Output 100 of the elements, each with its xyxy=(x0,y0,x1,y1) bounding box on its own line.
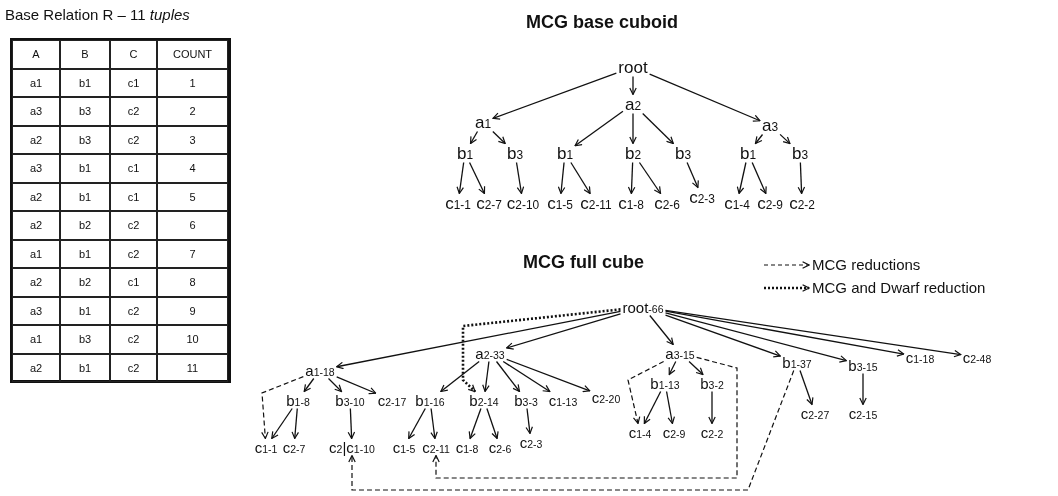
table-cell: c2 xyxy=(110,353,157,382)
arrow xyxy=(638,161,662,195)
table-cell: a2 xyxy=(12,268,60,297)
arrow xyxy=(859,372,867,406)
table-cell: c1 xyxy=(110,268,157,297)
arrow xyxy=(327,377,343,393)
section-heading: MCG base cuboid xyxy=(526,12,678,33)
arrow xyxy=(629,112,637,145)
table-cell: c2 xyxy=(110,97,157,126)
table-cell: b3 xyxy=(60,325,110,354)
table-cell: a1 xyxy=(12,68,60,97)
arrow xyxy=(649,73,761,122)
table-cell: b1 xyxy=(60,296,110,325)
table-cell: a2 xyxy=(12,353,60,382)
table-cell: 6 xyxy=(157,211,228,240)
table-cell: a3 xyxy=(12,154,60,183)
arrow xyxy=(486,407,499,440)
arrow xyxy=(664,314,781,358)
table-cell: 9 xyxy=(157,296,228,325)
table-title: Base Relation R – 11 tuples xyxy=(5,6,190,23)
table-cell: 8 xyxy=(157,268,228,297)
table-cell: c1 xyxy=(110,154,157,183)
table-cell: c2 xyxy=(110,211,157,240)
arrow xyxy=(649,314,674,346)
arrow xyxy=(570,161,591,195)
arrow xyxy=(492,72,617,120)
arrow xyxy=(495,360,521,393)
table-cell: b3 xyxy=(60,97,110,126)
arrow xyxy=(482,360,490,393)
arrow xyxy=(664,312,847,363)
table-cell: c2 xyxy=(110,239,157,268)
arrow xyxy=(664,310,905,357)
table-cell: 5 xyxy=(157,182,228,211)
arrow xyxy=(469,130,479,145)
arrow xyxy=(456,161,465,195)
arrow xyxy=(779,133,791,145)
table-cell: a1 xyxy=(12,325,60,354)
table-cell: a3 xyxy=(12,296,60,325)
arrow xyxy=(754,133,764,145)
table-cell: 7 xyxy=(157,239,228,268)
arrow xyxy=(797,161,806,195)
table-cell: 3 xyxy=(157,125,228,154)
arrow xyxy=(574,110,624,147)
table-cell: c1 xyxy=(110,182,157,211)
node-label: root xyxy=(618,58,648,76)
table-cell: b1 xyxy=(60,182,110,211)
table-cell: b1 xyxy=(60,154,110,183)
table-cell: c2 xyxy=(110,296,157,325)
arrow xyxy=(336,376,377,395)
table-cell: b3 xyxy=(60,125,110,154)
dashed-arrow xyxy=(461,308,621,393)
arrow xyxy=(643,390,662,425)
table-cell: 4 xyxy=(157,154,228,183)
arrow xyxy=(525,407,533,435)
arrow xyxy=(291,407,300,440)
dashed-arrow xyxy=(627,360,665,425)
arrow xyxy=(708,390,716,425)
dashed-arrow xyxy=(261,376,304,440)
arrow xyxy=(506,313,622,350)
table-cell: b1 xyxy=(60,239,110,268)
arrow xyxy=(688,360,704,376)
legend-text: MCG and Dwarf reduction xyxy=(812,279,986,296)
section-heading: MCG full cube xyxy=(523,252,644,273)
arrow xyxy=(408,407,426,440)
dashed-arrow xyxy=(432,356,738,479)
arrow xyxy=(665,390,676,425)
table-cell: c2 xyxy=(110,325,157,354)
arrow xyxy=(506,358,591,393)
arrow xyxy=(642,112,674,145)
arrow xyxy=(668,360,677,376)
table-cell: b1 xyxy=(60,68,110,97)
arrow xyxy=(492,130,506,145)
arrow xyxy=(799,369,814,406)
arrow xyxy=(751,161,767,195)
table-cell: b2 xyxy=(60,268,110,297)
table-cell: 10 xyxy=(157,325,228,354)
arrow xyxy=(271,407,293,440)
table-cell: 11 xyxy=(157,353,228,382)
arrow xyxy=(440,360,480,393)
table-cell: c2 xyxy=(110,125,157,154)
table-cell: b1 xyxy=(60,353,110,382)
arrow xyxy=(664,309,962,358)
arrow xyxy=(627,161,636,195)
table-cell: 1 xyxy=(157,68,228,97)
table-cell: b2 xyxy=(60,211,110,240)
dashed-arrow xyxy=(348,369,795,491)
arrow xyxy=(686,161,699,189)
arrow xyxy=(468,407,482,440)
arrow xyxy=(515,161,525,195)
arrow xyxy=(347,407,356,440)
table-cell: c1 xyxy=(110,68,157,97)
table-cell: a2 xyxy=(12,211,60,240)
column-header: COUNT xyxy=(157,40,228,69)
arrow xyxy=(629,75,637,96)
arrow xyxy=(430,407,438,440)
table-cell: a1 xyxy=(12,239,60,268)
arrow xyxy=(336,310,622,370)
table-cell: 2 xyxy=(157,97,228,126)
column-header: C xyxy=(110,40,157,69)
column-header: A xyxy=(12,40,60,69)
